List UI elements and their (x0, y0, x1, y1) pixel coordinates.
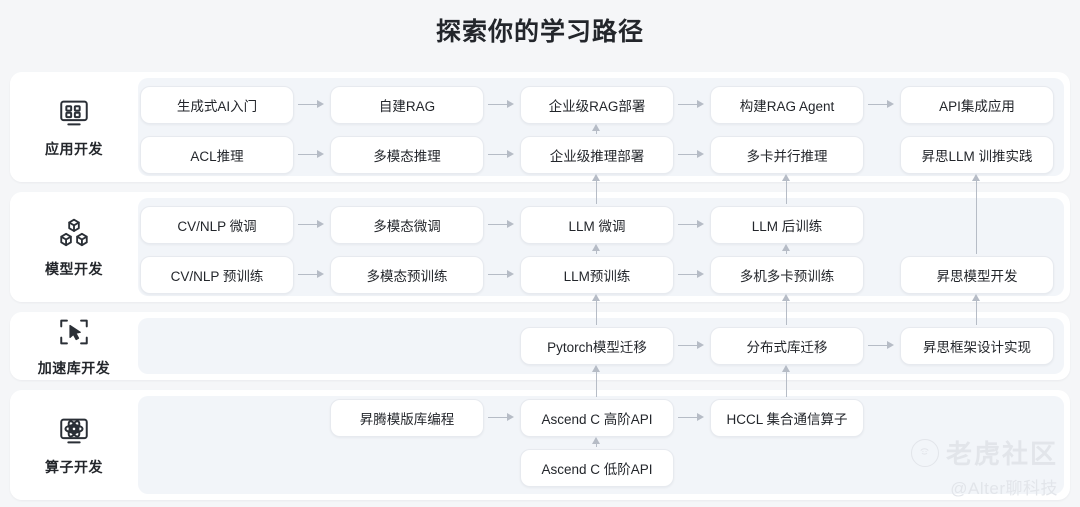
cursor-select-icon (57, 315, 91, 349)
flow-arrow-up (971, 294, 981, 325)
flow-arrow-up (591, 437, 601, 447)
node-box[interactable]: 昇腾模版库编程 (330, 399, 484, 437)
flow-arrow-up (781, 294, 791, 325)
node-box[interactable]: 多模态微调 (330, 206, 484, 244)
watermark: 老虎社区 @Alter聊科技 (910, 434, 1058, 499)
node-box[interactable]: ACL推理 (140, 136, 294, 174)
node-box[interactable]: Ascend C 高阶API (520, 399, 674, 437)
watermark-handle: @Alter聊科技 (950, 479, 1058, 498)
flow-arrow-right (678, 100, 704, 109)
flow-arrow-right (298, 220, 324, 229)
node-box[interactable]: 多卡并行推理 (710, 136, 864, 174)
node-box[interactable]: 自建RAG (330, 86, 484, 124)
node-box[interactable]: 构建RAG Agent (710, 86, 864, 124)
cubes-icon (57, 216, 91, 250)
flow-arrow-right (488, 150, 514, 159)
row-label: 加速库开发 (37, 359, 111, 376)
flow-arrow-right (678, 413, 704, 422)
flow-arrow-right (868, 341, 894, 350)
flow-arrow-right (488, 413, 514, 422)
flow-arrow-up (971, 174, 981, 254)
node-box[interactable]: 生成式AI入门 (140, 86, 294, 124)
flow-arrow-up (781, 174, 791, 204)
flow-arrow-right (678, 341, 704, 350)
node-box[interactable]: Ascend C 低阶API (520, 449, 674, 487)
node-box[interactable]: Pytorch模型迁移 (520, 327, 674, 365)
chip-monitor-icon (57, 414, 91, 448)
flow-arrow-right (678, 270, 704, 279)
dashboard-grid-icon (57, 96, 91, 130)
flow-arrow-right (488, 220, 514, 229)
node-box[interactable]: 昇思模型开发 (900, 256, 1054, 294)
node-box[interactable]: API集成应用 (900, 86, 1054, 124)
node-box[interactable]: LLM 微调 (520, 206, 674, 244)
node-box[interactable]: 多机多卡预训练 (710, 256, 864, 294)
page-title: 探索你的学习路径 (435, 18, 644, 46)
flow-arrow-up (591, 244, 601, 254)
row-header-model-development: 模型开发 (10, 192, 138, 302)
node-box[interactable]: LLM 后训练 (710, 206, 864, 244)
flow-arrow-right (678, 220, 704, 229)
flow-arrow-up (591, 294, 601, 325)
node-box[interactable]: CV/NLP 预训练 (140, 256, 294, 294)
row-header-acceleration-library-development: 加速库开发 (10, 312, 138, 380)
watermark-name: 老虎社区 (945, 439, 1058, 469)
node-box[interactable]: 企业级推理部署 (520, 136, 674, 174)
flow-arrow-right (298, 100, 324, 109)
flow-arrow-up (591, 124, 601, 134)
row-label: 应用开发 (45, 140, 103, 157)
node-box[interactable]: HCCL 集合通信算子 (710, 399, 864, 437)
flow-arrow-right (298, 270, 324, 279)
tiger-logo-icon (910, 438, 939, 467)
node-box[interactable]: 昇思LLM 训推实践 (900, 136, 1054, 174)
row-header-operator-development: 算子开发 (10, 390, 138, 500)
flow-arrow-up (781, 244, 791, 254)
flow-arrow-up (591, 174, 601, 204)
node-box[interactable]: 企业级RAG部署 (520, 86, 674, 124)
row-label: 模型开发 (45, 260, 103, 277)
node-box[interactable]: 多模态推理 (330, 136, 484, 174)
flow-arrow-right (488, 100, 514, 109)
flow-arrow-right (298, 150, 324, 159)
row-label: 算子开发 (45, 458, 103, 475)
node-box[interactable]: LLM预训练 (520, 256, 674, 294)
flow-arrow-up (781, 365, 791, 397)
row-header-application-development: 应用开发 (10, 72, 138, 182)
node-box[interactable]: CV/NLP 微调 (140, 206, 294, 244)
flow-arrow-up (591, 365, 601, 397)
node-box[interactable]: 分布式库迁移 (710, 327, 864, 365)
flow-arrow-right (868, 100, 894, 109)
node-box[interactable]: 多模态预训练 (330, 256, 484, 294)
flow-arrow-right (678, 150, 704, 159)
node-box[interactable]: 昇思框架设计实现 (900, 327, 1054, 365)
flow-arrow-right (488, 270, 514, 279)
